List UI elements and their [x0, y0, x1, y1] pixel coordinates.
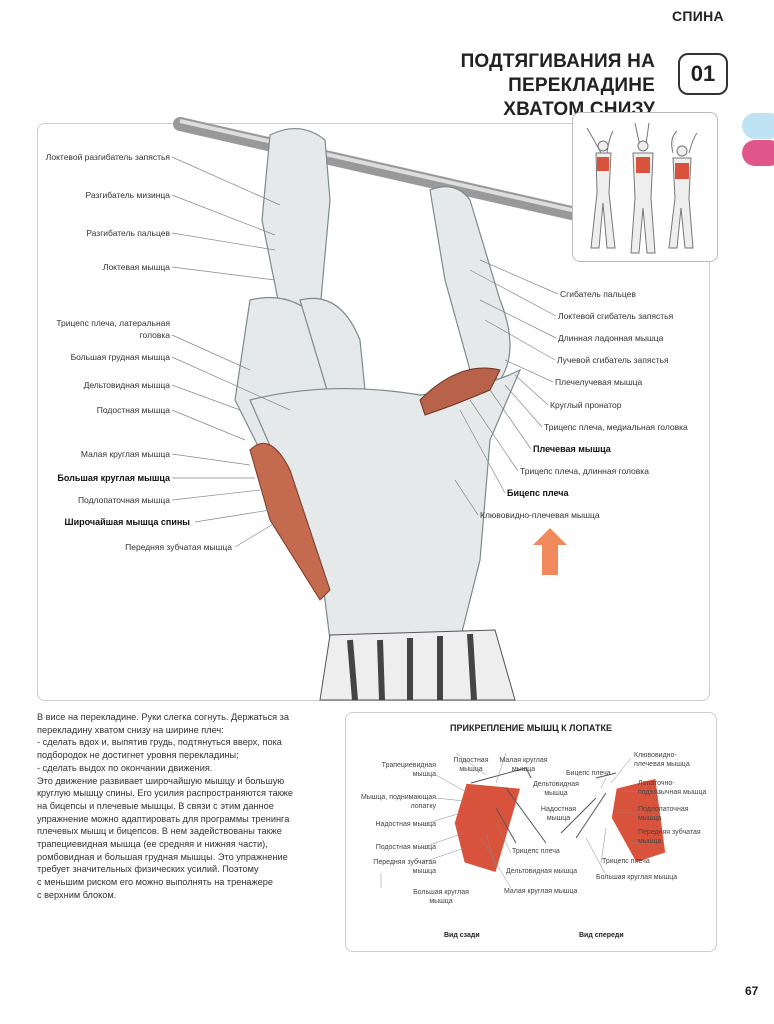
label-left: Подлопаточная мышца — [77, 495, 170, 505]
text-line: с верхним блоком. — [37, 889, 117, 900]
label-right: Плечелучевая мышца — [555, 377, 643, 387]
striped-shorts — [319, 629, 516, 701]
section-title: СПИНА — [672, 8, 724, 24]
pink-tab-marker — [742, 140, 774, 166]
scapula-label: Малая круглая мышца — [504, 888, 578, 895]
label-right: Сгибатель пальцев — [560, 289, 636, 299]
figure-sequence-illustration — [586, 122, 698, 254]
scapula-label: Дельтовидная мышца — [506, 868, 578, 875]
scapula-label: Трапециевидная мышца — [381, 762, 436, 778]
label-left: Большая круглая мышца — [57, 473, 170, 483]
exercise-number: 01 — [678, 53, 728, 95]
label-left: Широчайшая мышца спины — [64, 517, 190, 527]
caption-back-view: Вид сзади — [444, 932, 480, 939]
scapula-label: Подостная мышца — [453, 757, 489, 773]
scapula-label: Передняя зубчатая мышца — [638, 829, 701, 845]
text-line: трапециевидная мышца (ее средняя и нижня… — [37, 839, 268, 850]
biceps-muscle — [419, 367, 501, 416]
scapula-label: Трицепс плеча — [512, 848, 560, 855]
label-right: Трицепс плеча, медиальная головка — [544, 422, 688, 432]
scapula-back-view — [453, 782, 522, 874]
right-forearm — [429, 186, 511, 381]
label-left: Передняя зубчатая мышца — [125, 542, 232, 552]
label-left: Разгибатель пальцев — [86, 228, 170, 238]
scapula-label: Надостная мышца — [375, 821, 437, 828]
scapula-front-view — [610, 777, 667, 864]
label-left: Подостная мышца — [96, 405, 170, 415]
leader-lines — [171, 156, 559, 548]
scapula-label: Надостная мышца — [540, 806, 577, 822]
scapula-label: Большая круглая мышца — [413, 889, 469, 905]
label-left: Малая круглая мышца — [80, 449, 170, 459]
label-right: Длинная ладонная мышца — [558, 333, 664, 343]
label-right: Бицепс плеча — [507, 488, 569, 498]
latissimus-muscle — [249, 442, 331, 601]
label-right: Плечевая мышца — [533, 444, 611, 454]
text-line: с меньшим риском его можно выполнять на … — [37, 877, 274, 888]
caption-front-view: Вид спереди — [579, 932, 624, 939]
left-forearm — [261, 128, 331, 321]
text-line: упражнение можно адаптировать для програ… — [37, 813, 290, 824]
up-arrow-icon — [533, 528, 567, 575]
blue-tab-marker — [742, 113, 774, 139]
head — [299, 297, 366, 401]
label-left: Большая грудная мышца — [70, 352, 170, 362]
text-line: круглую мышцу спины. Его усилия распрост… — [37, 788, 294, 799]
label-right: Локтевой сгибатель запястья — [558, 311, 674, 321]
scapula-label: Передняя зубчатая мышца — [373, 859, 436, 875]
text-line: - сделать выдох по окончании движения. — [37, 762, 213, 773]
label-right: Трицепс плеча, длинная головка — [520, 466, 649, 476]
scapula-attachment-panel: ПРИКРЕПЛЕНИЕ МЫШЦ К ЛОПАТКЕ Трапециевидн… — [345, 712, 717, 952]
page-number: 67 — [745, 984, 759, 998]
text-line: В висе на перекладине. Руки слегка согну… — [37, 712, 289, 722]
scapula-label: Клювовидно- плечевая мышца — [634, 752, 690, 768]
scapula-label: Дельтовидная мышца — [533, 781, 579, 797]
movement-sequence-inset — [572, 112, 718, 262]
label-left: Разгибатель мизинца — [85, 190, 171, 200]
text-line: подбородок не достигнет уровня переклади… — [37, 750, 239, 761]
anatomy-illustration — [171, 117, 697, 701]
label-left: Локтевой разгибатель запястья — [45, 152, 170, 162]
scapula-diagram — [380, 752, 667, 889]
text-line: - сделать вдох и, выпятив грудь, подтяну… — [37, 737, 282, 748]
scapula-label: Мышца, поднимающая лопатку — [360, 794, 436, 810]
text-line: ромбовидная и большая грудная мышцы. Это… — [37, 851, 288, 862]
label-left: Трицепс плеча, латеральная — [56, 318, 170, 328]
text-line: Это движение развивает широчайшую мышцу … — [37, 775, 285, 786]
scapula-panel-title: ПРИКРЕПЛЕНИЕ МЫШЦ К ЛОПАТКЕ — [450, 723, 612, 733]
label-left: головка — [139, 330, 170, 340]
label-right: Лучевой сгибатель запястья — [557, 355, 669, 365]
scapula-label: Большая круглая мышца — [596, 874, 678, 881]
exercise-description: В висе на перекладине. Руки слегка согну… — [37, 711, 327, 902]
scapula-label: Лопаточно- подъязычная мышца — [638, 780, 707, 796]
label-right: Круглый пронатор — [550, 400, 622, 410]
label-right: Клювовидно-плечевая мышца — [480, 510, 600, 520]
title-line-1: ПОДТЯГИВАНИЯ НА ПЕРЕКЛАДИНЕ — [460, 51, 655, 96]
text-line: плечевых мышц и бицепсов. В нем задейств… — [37, 826, 282, 837]
scapula-label: Бицепс плеча — [566, 770, 611, 777]
label-left: Локтевая мышца — [102, 262, 170, 272]
text-line: перекладину хватом снизу на ширине плеч: — [37, 724, 224, 735]
text-line: требует значительных физических усилий. … — [37, 864, 259, 875]
scapula-label: Подлопаточная мышца — [638, 806, 689, 822]
scapula-label: Трицепс плеча — [602, 858, 650, 865]
text-line: на бицепсы и плечевые мышцы. В связи с э… — [37, 800, 274, 811]
scapula-label: Подостная мышца — [375, 844, 436, 851]
scapula-label: Малая круглая мышца — [499, 757, 548, 773]
label-left: Дельтовидная мышца — [83, 380, 170, 390]
